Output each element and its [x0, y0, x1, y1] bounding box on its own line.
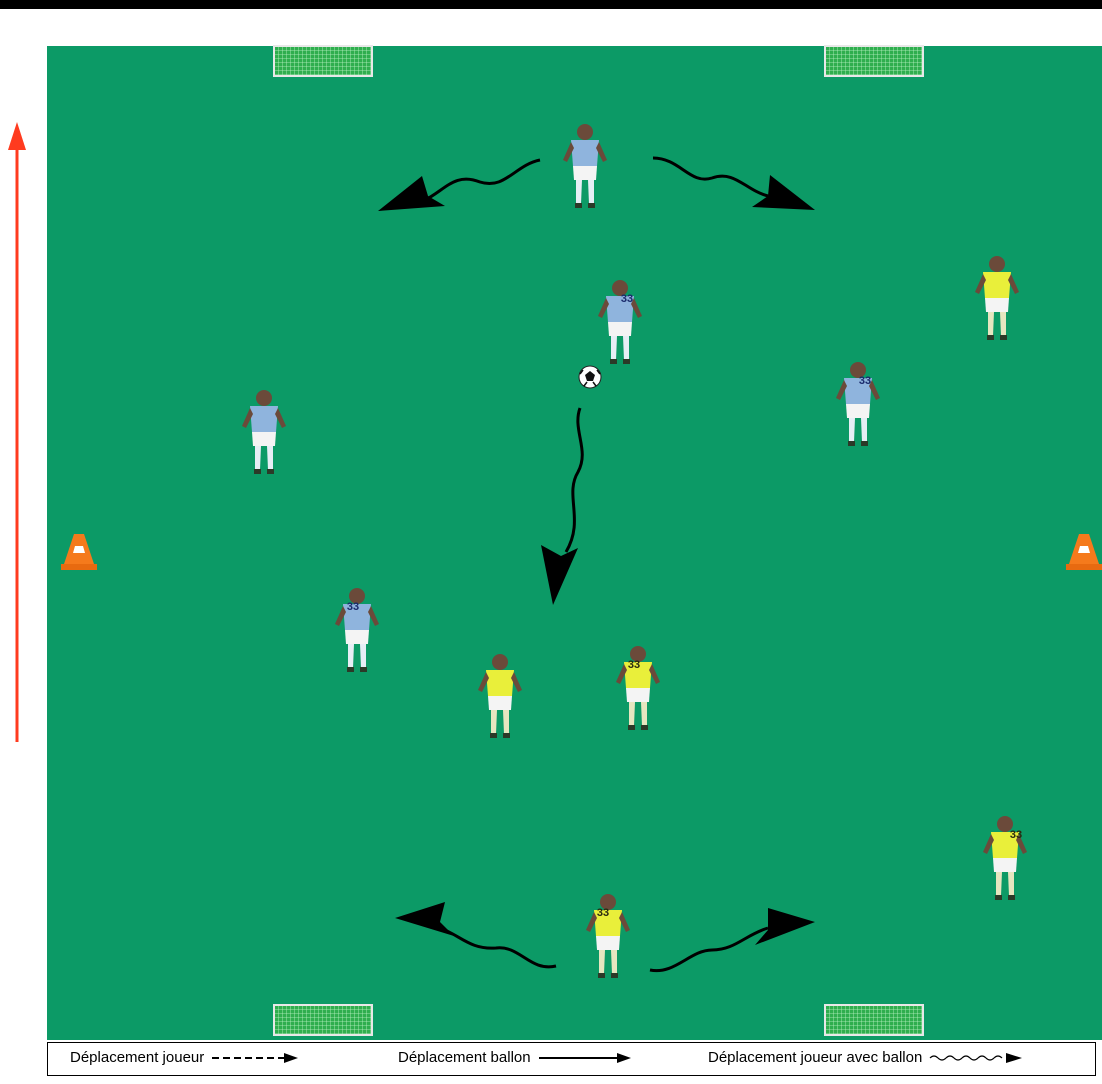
- goal-icon: [274, 46, 372, 76]
- jersey-number: 33: [597, 907, 609, 919]
- jersey-number: 33: [621, 293, 633, 305]
- solid-arrow-icon: [537, 1051, 633, 1065]
- jersey-number: 33: [1010, 829, 1022, 841]
- goal-icon: [274, 1005, 372, 1035]
- goal-icon: [825, 1005, 923, 1035]
- legend-label: Déplacement joueur: [70, 1049, 204, 1066]
- legend-label: Déplacement joueur avec ballon: [708, 1049, 922, 1066]
- legend-item-ball-move: Déplacement ballon: [398, 1049, 633, 1066]
- goal-icon: [825, 46, 923, 76]
- dashed-arrow-icon: [210, 1051, 300, 1065]
- jersey-number: 33: [859, 375, 871, 387]
- wavy-arrow-icon: [928, 1051, 1028, 1065]
- jersey-number: 33: [347, 601, 359, 613]
- pitch-diagram: 33 33 33 33 33 33: [0, 0, 1102, 1040]
- legend: Déplacement joueur Déplacement ballon Dé…: [47, 1042, 1096, 1076]
- pitch-surface: [47, 46, 1102, 1040]
- legend-label: Déplacement ballon: [398, 1049, 531, 1066]
- jersey-number: 33: [628, 659, 640, 671]
- side-arrow-icon: [8, 122, 26, 742]
- legend-item-player-with-ball: Déplacement joueur avec ballon: [708, 1049, 1028, 1066]
- legend-item-player-move: Déplacement joueur: [70, 1049, 300, 1066]
- ball-icon: [579, 366, 601, 388]
